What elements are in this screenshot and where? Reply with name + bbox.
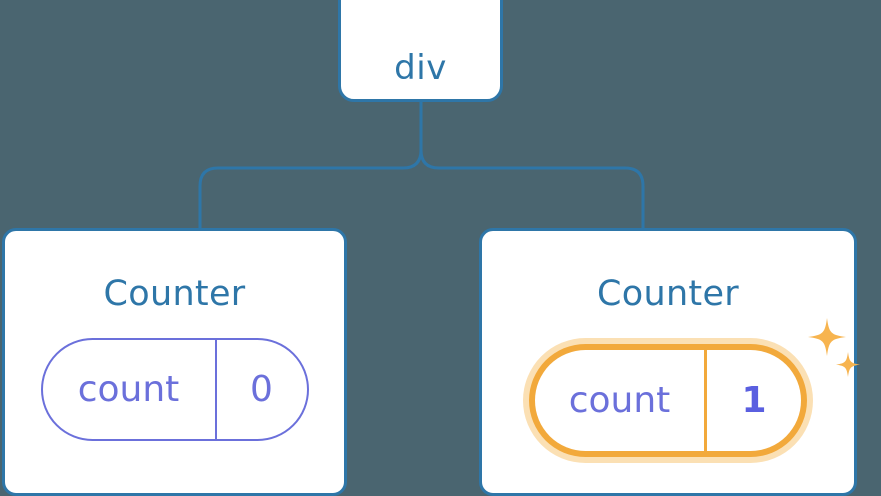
sparkle-small-icon [836,352,860,377]
state-pill-left[interactable]: count 0 [40,338,309,441]
connector-right [419,100,645,230]
connector-left [198,100,423,230]
node-div[interactable]: div [338,0,503,102]
state-pill-right-wrap: count 1 [523,318,860,463]
sparkle-icon [808,318,846,356]
node-counter-right[interactable]: Counter count 1 [479,228,860,496]
state-value-left: 0 [250,369,273,410]
node-div-label: div [394,48,447,88]
state-key-left: count [43,340,217,439]
state-pill-right-glow: count 1 [523,338,813,463]
node-counter-right-title: Counter [597,274,739,314]
node-counter-left-title: Counter [103,274,246,314]
state-pill-right[interactable]: count 1 [535,350,801,451]
state-pill-left-wrap: count 0 [40,338,309,441]
state-key-right: count [535,350,707,451]
sparkle-group [808,318,860,377]
state-value-right: 1 [741,380,767,421]
state-pill-right-ring: count 1 [529,344,807,457]
node-counter-left[interactable]: Counter count 0 [2,228,347,496]
